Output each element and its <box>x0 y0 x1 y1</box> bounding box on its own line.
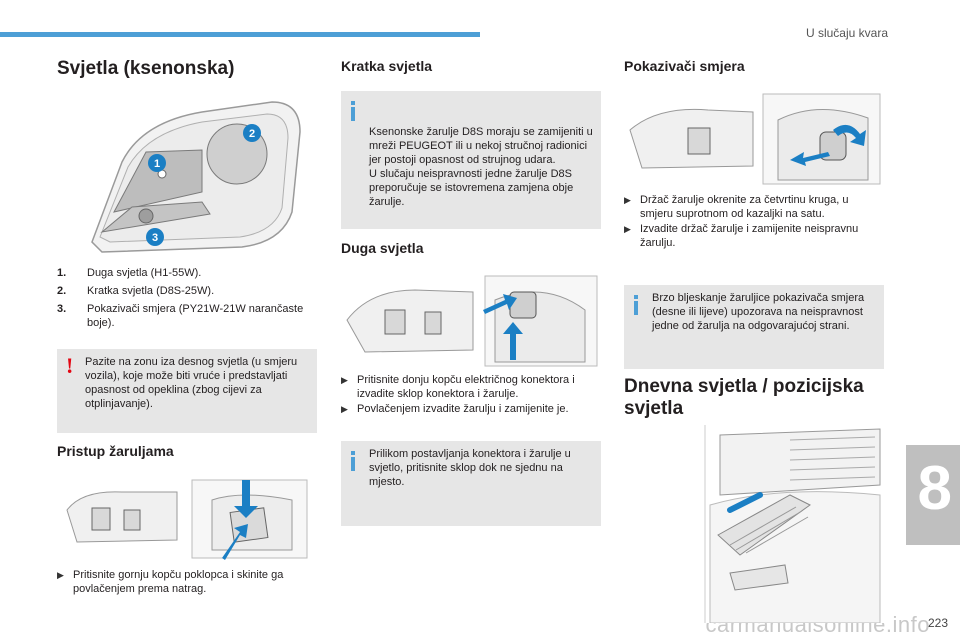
high-beam-steps: ▶Pritisnite donju kopču električnog kone… <box>341 373 605 417</box>
callout-1: 1 <box>154 158 160 170</box>
section-title: U slučaju kvara <box>805 26 888 40</box>
warning-box: ! Pazite na zonu iza desnog svjetla (u s… <box>57 349 317 433</box>
drl-figure <box>700 425 885 623</box>
list-item: 1.Duga svjetla (H1-55W). <box>57 267 202 279</box>
list-item: ▶Povlačenjem izvadite žarulju i zamijeni… <box>341 403 569 415</box>
callout-2: 2 <box>249 128 255 140</box>
header-rule <box>0 32 480 37</box>
arrow-right-icon: ▶ <box>341 404 348 414</box>
low-beam-info-text: Ksenonske žarulje D8S moraju se zamijeni… <box>369 126 593 208</box>
low-beam-info-box: Ksenonske žarulje D8S moraju se zamijeni… <box>341 91 601 229</box>
warning-icon: ! <box>66 353 74 378</box>
chapter-number: 8 <box>917 454 952 523</box>
access-figure <box>62 470 312 562</box>
info-icon <box>634 295 638 315</box>
list-item: ▶Izvadite držač žarulje i zamijenite nei… <box>624 223 859 249</box>
list-item: 2.Kratka svjetla (D8S-25W). <box>57 285 215 297</box>
info-icon <box>351 101 355 121</box>
indicators-info-box: Brzo bljeskanje žaruljice pokazivača smj… <box>624 285 884 369</box>
list-item: 3.Pokazivači smjera (PY21W-21W narančast… <box>57 303 304 329</box>
indicators-title: Pokazivači smjera <box>624 58 745 74</box>
indicators-figure <box>628 90 883 186</box>
access-steps: ▶Pritisnite gornju kopču poklopca i skin… <box>57 568 319 597</box>
list-item: ▶Pritisnite gornju kopču poklopca i skin… <box>57 569 284 595</box>
high-beam-title: Duga svjetla <box>341 240 424 256</box>
drl-title: Dnevna svjetla / pozicijska svjetla <box>624 376 864 419</box>
arrow-right-icon: ▶ <box>624 224 631 234</box>
warning-text: Pazite na zonu iza desnog svjetla (u smj… <box>85 356 298 410</box>
info-icon <box>351 451 355 471</box>
arrow-right-icon: ▶ <box>57 570 64 580</box>
indicators-steps: ▶Držač žarulje okrenite za četvrtinu kru… <box>624 193 884 251</box>
page-title: Svjetla (ksenonska) <box>57 58 235 79</box>
high-beam-figure <box>345 270 600 368</box>
low-beam-title: Kratka svjetla <box>341 58 433 74</box>
indicators-info-text: Brzo bljeskanje žaruljice pokazivača smj… <box>652 292 865 332</box>
high-beam-info-text: Prilikom postavljanja konektora i žarulj… <box>369 448 571 488</box>
high-beam-info-box: Prilikom postavljanja konektora i žarulj… <box>341 441 601 526</box>
bulb-list: 1.Duga svjetla (H1-55W). 2.Kratka svjetl… <box>57 266 307 334</box>
list-item: ▶Pritisnite donju kopču električnog kone… <box>341 374 575 400</box>
headlamp-figure: 1 2 3 <box>62 92 310 258</box>
arrow-right-icon: ▶ <box>624 195 631 205</box>
callout-3: 3 <box>152 232 158 244</box>
chapter-tab <box>906 445 960 545</box>
access-title: Pristup žaruljama <box>57 443 174 459</box>
page-number: 223 <box>927 616 948 630</box>
arrow-right-icon: ▶ <box>341 375 348 385</box>
list-item: ▶Držač žarulje okrenite za četvrtinu kru… <box>624 194 849 220</box>
